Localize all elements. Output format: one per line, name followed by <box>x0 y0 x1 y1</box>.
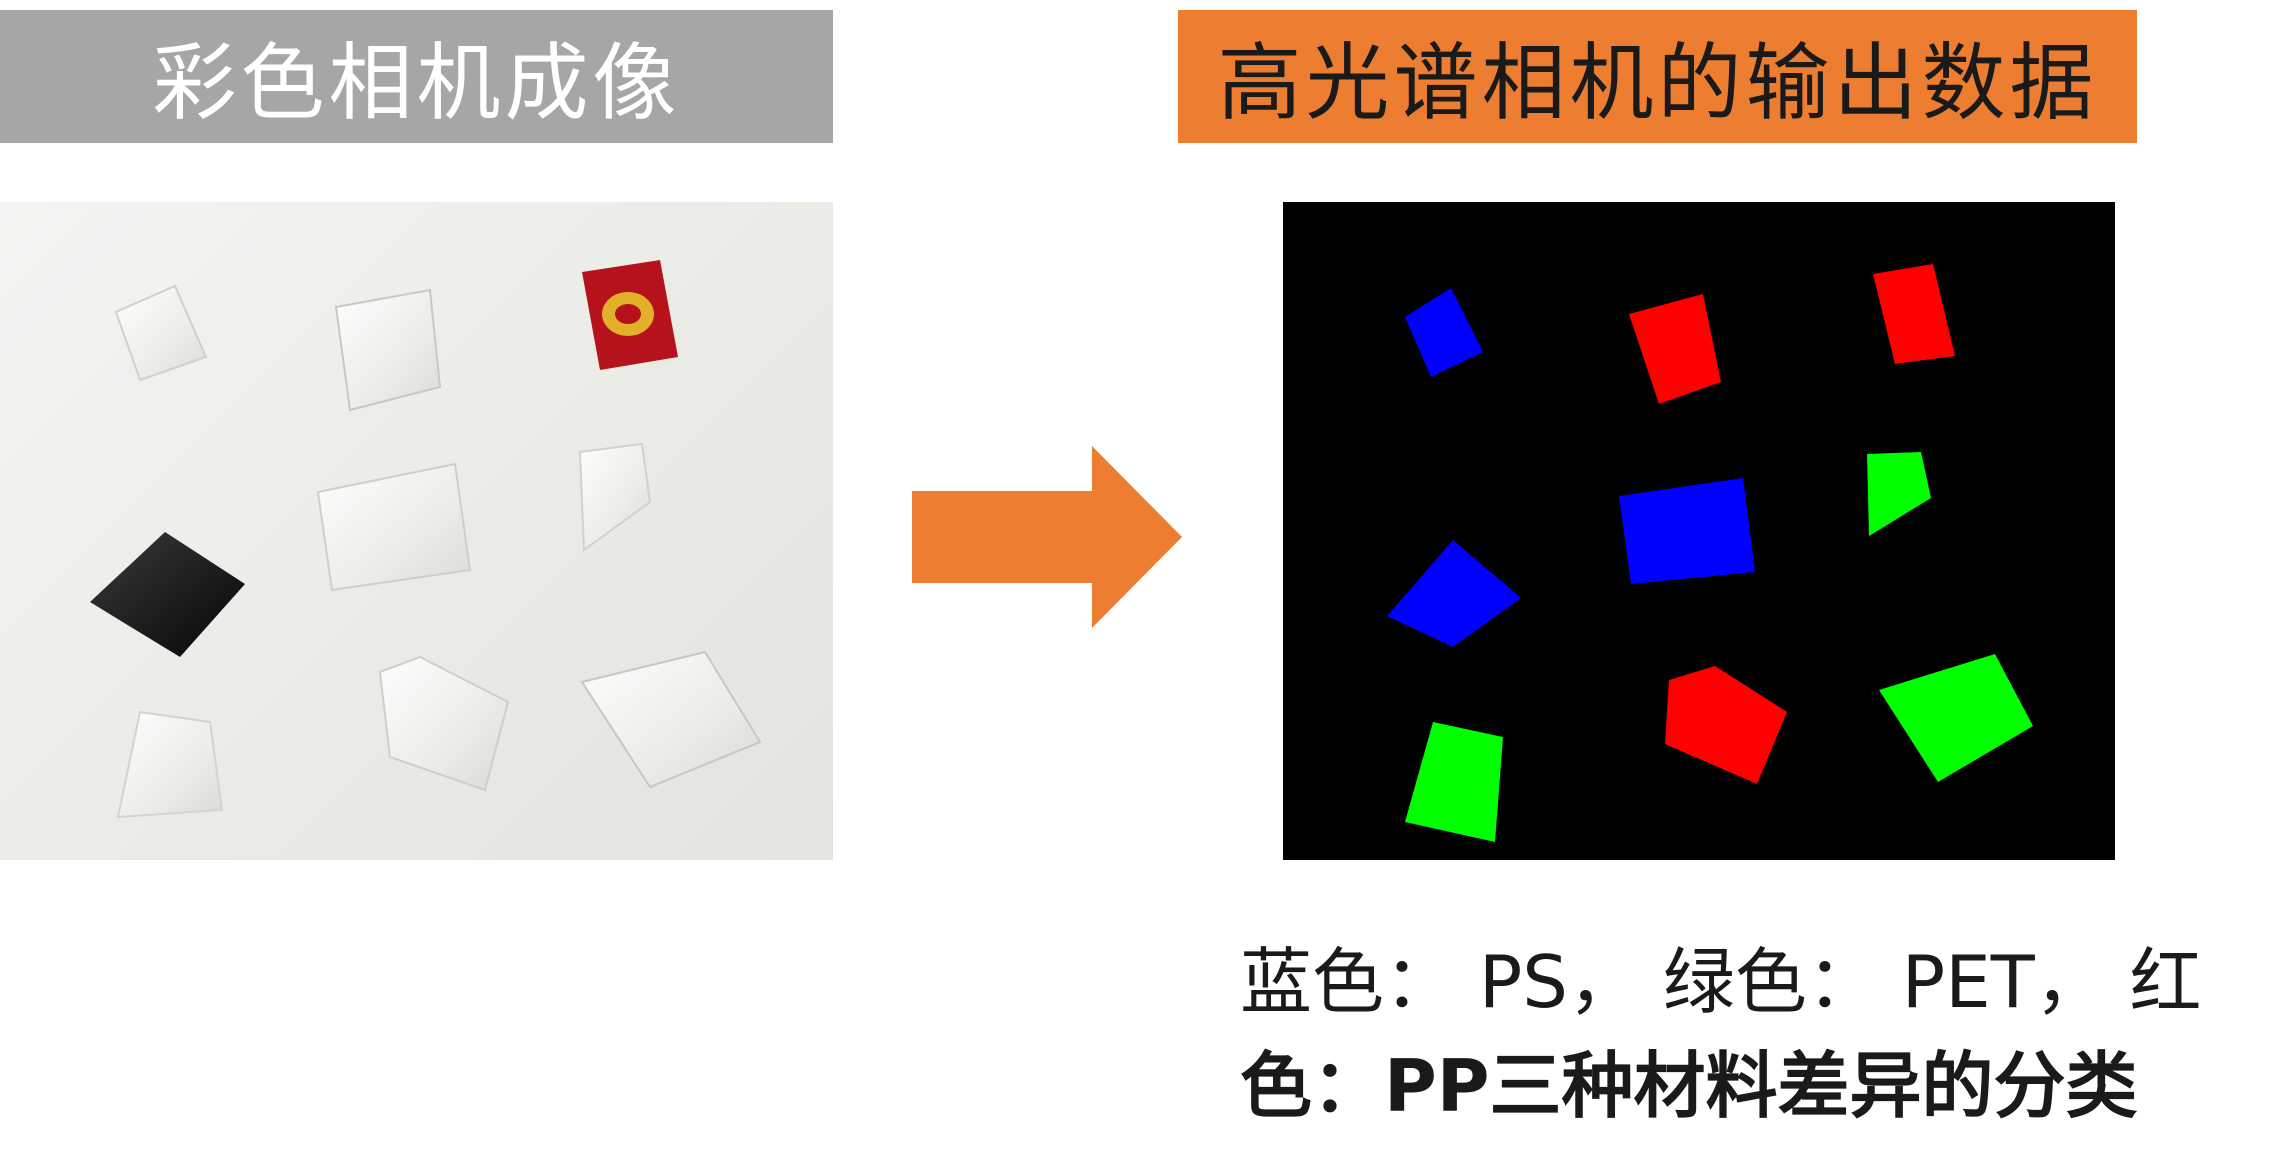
hyperspectral-output-title-text: 高光谱相机的输出数据 <box>1217 34 2098 132</box>
fragment-9 <box>116 710 224 819</box>
fragment-1 <box>114 284 208 382</box>
hyperspectral-classification-image <box>1283 202 2115 860</box>
hyperspectral-output-title: 高光谱相机的输出数据 <box>1178 10 2137 143</box>
fragment-7 <box>378 655 510 792</box>
pp-region-1 <box>1629 294 1721 404</box>
plastic-fragments-photo <box>90 260 762 819</box>
fragment-5 <box>578 442 652 552</box>
fragment-6-black <box>90 532 245 657</box>
ps-region-2 <box>1619 478 1755 584</box>
classification-map <box>1387 264 2033 842</box>
classification-legend: 蓝色： PS， 绿色： PET， 红 色：PP三种材料差异的分类 <box>1240 930 2240 1138</box>
fragment-2 <box>334 288 442 412</box>
legend-line-1: 蓝色： PS， 绿色： PET， 红 <box>1240 940 2202 1024</box>
color-camera-title: 彩色相机成像 <box>0 10 833 143</box>
legend-line-2: 色：PP三种材料差异的分类 <box>1240 1044 2138 1128</box>
fragment-4 <box>316 462 472 592</box>
fragment-8 <box>580 650 762 789</box>
pp-region-3 <box>1665 666 1787 784</box>
fragment-3-logo-inner <box>615 304 641 324</box>
pp-region-2 <box>1873 264 1955 364</box>
ps-region-1 <box>1405 288 1483 377</box>
right-arrow-icon <box>912 446 1182 628</box>
pet-region-2 <box>1879 654 2033 782</box>
ps-region-3 <box>1387 540 1521 647</box>
pet-region-1 <box>1867 452 1931 536</box>
color-camera-title-text: 彩色相机成像 <box>152 34 681 132</box>
pet-region-3 <box>1405 722 1503 842</box>
color-camera-photo <box>0 202 833 860</box>
